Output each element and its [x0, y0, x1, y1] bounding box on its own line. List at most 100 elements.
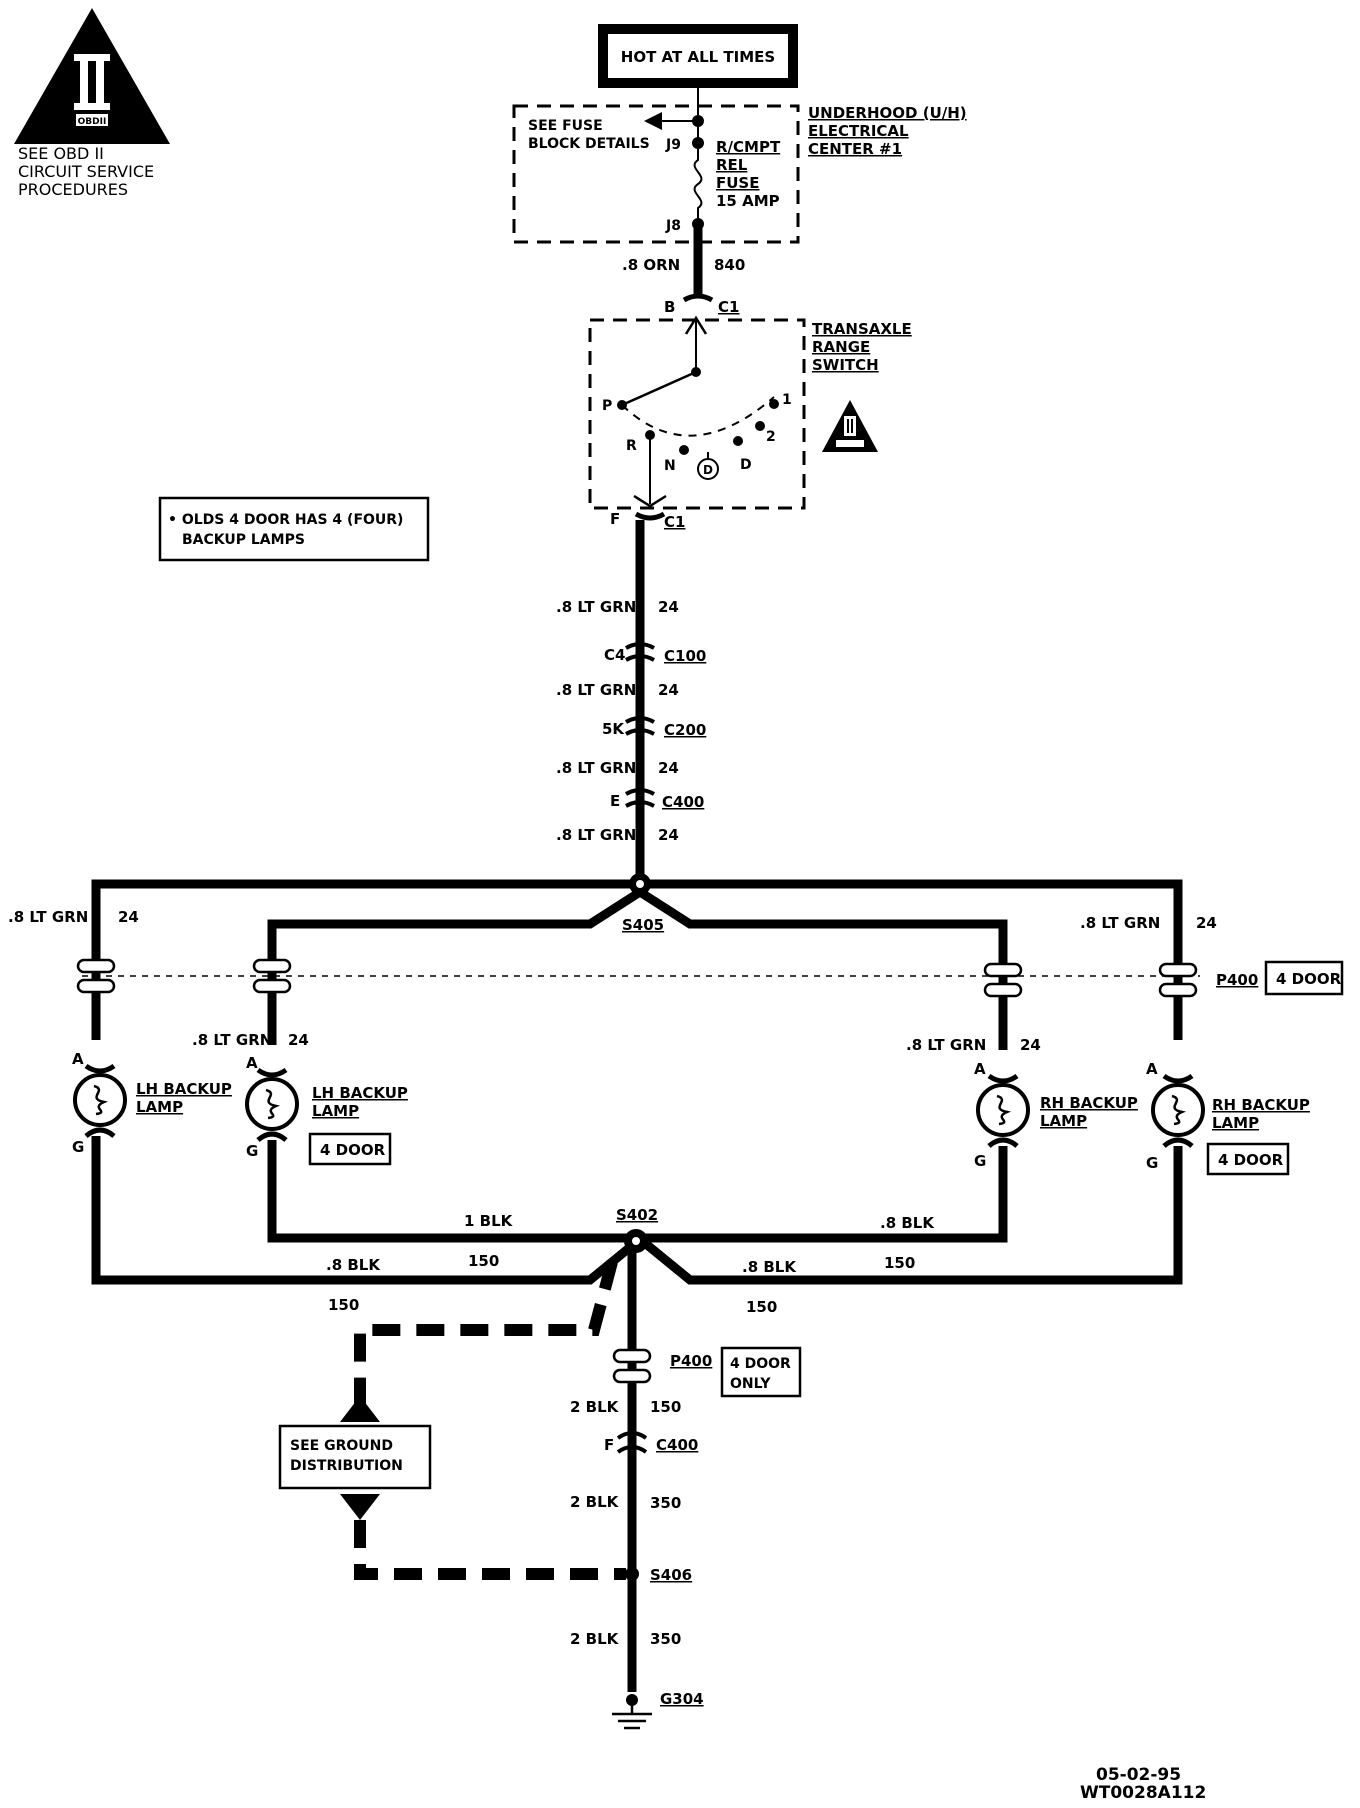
- connector-c400-ground-icon: [616, 1431, 648, 1454]
- inner-right-feed-circuit: 24: [1020, 1036, 1041, 1054]
- footer-date: 05-02-95: [1096, 1765, 1181, 1785]
- p400-grommet-4: [1158, 962, 1198, 998]
- outer-left-ground-label: .8 BLK: [326, 1256, 381, 1274]
- feed-wire-gauge: .8 ORN: [622, 256, 680, 274]
- connector-c100-icon: [625, 642, 655, 662]
- electrical-center-line3: CENTER #1: [808, 140, 902, 158]
- p400-grommet-ground: [612, 1348, 652, 1384]
- fuse-name: R/CMPT: [716, 138, 781, 156]
- lamp1-pin-g: G: [72, 1138, 84, 1156]
- switch-pos-n: N: [664, 458, 676, 474]
- obd-note-line2: CIRCUIT SERVICE: [18, 162, 154, 181]
- fuse-name-2: REL: [716, 156, 748, 174]
- outer-right-ground-label: .8 BLK: [742, 1258, 797, 1276]
- ground-c400-name: C400: [656, 1436, 698, 1454]
- fuse-icon: [693, 143, 703, 224]
- see-details-arrow-icon: [644, 112, 662, 130]
- p400-grommet-2: [252, 958, 292, 994]
- trunk-label-3: .8 LT GRN: [556, 759, 636, 777]
- ground-wire1-circuit: 150: [650, 1398, 681, 1416]
- lh-backup-lamp-1: [73, 1063, 127, 1138]
- obd-note-line1: SEE OBD II: [18, 144, 104, 163]
- p400-label: P400: [1216, 971, 1258, 989]
- lamp4-name-line1: RH BACKUP: [1212, 1096, 1310, 1114]
- outer-right-feed-label: .8 LT GRN: [1080, 914, 1160, 932]
- c400-name: C400: [662, 793, 704, 811]
- switch-name-line2: RANGE: [812, 338, 870, 356]
- see-ground-distribution-box: [278, 1424, 432, 1490]
- switch-pos-p: P: [602, 398, 612, 414]
- switch-out-connector: C1: [664, 513, 685, 531]
- lamp2-4door-tag: [308, 1132, 392, 1166]
- lamp2-4door-tag-text: 4 DOOR: [320, 1141, 386, 1159]
- ground-symbol-icon: [612, 1712, 652, 1730]
- p400-4door-tag-text: 4 DOOR: [1276, 970, 1342, 988]
- lamp3-name-line1: RH BACKUP: [1040, 1094, 1138, 1112]
- trunk-circuit-4: 24: [658, 826, 679, 844]
- p400-grommet-3: [983, 962, 1023, 998]
- trunk-label-2: .8 LT GRN: [556, 681, 636, 699]
- trunk-circuit-2: 24: [658, 681, 679, 699]
- outer-left-feed-circuit: 24: [118, 908, 139, 926]
- trunk-label-1: .8 LT GRN: [556, 598, 636, 616]
- ground-wire2-label: 2 BLK: [570, 1493, 620, 1511]
- splice-s405-label: S405: [622, 916, 664, 934]
- splice-s406: [625, 1567, 639, 1581]
- switch-in-connector: C1: [718, 298, 739, 316]
- olds-note-line2: BACKUP LAMPS: [182, 532, 305, 548]
- lamp2-name-line2: LAMP: [312, 1102, 359, 1120]
- ground-wire2-circuit: 350: [650, 1494, 681, 1512]
- feed-wire-circuit: 840: [714, 256, 745, 274]
- lamp2-name-line1: LH BACKUP: [312, 1084, 408, 1102]
- switch-in-pin: B: [664, 298, 675, 316]
- inner-left-feed-label: .8 LT GRN: [192, 1031, 272, 1049]
- lh-backup-lamp-2: [245, 1067, 299, 1142]
- rh-backup-lamp-2: [1151, 1073, 1205, 1148]
- lamp4-name-line2: LAMP: [1212, 1114, 1259, 1132]
- inner-left-ground-circuit: 150: [468, 1252, 499, 1270]
- connector-c200-icon: [625, 716, 655, 736]
- splice-s402-label: S402: [616, 1206, 658, 1224]
- inner-left-ground-label: 1 BLK: [464, 1212, 514, 1230]
- p400-ground-label: P400: [670, 1352, 712, 1370]
- c200-pin: 5K: [602, 720, 625, 738]
- see-ground-line2: DISTRIBUTION: [290, 1458, 403, 1474]
- switch-name-line3: SWITCH: [812, 356, 879, 374]
- obd-badge: OBDII: [14, 8, 170, 144]
- terminal-j8-label: J8: [665, 218, 681, 234]
- fuse-name-3: FUSE: [716, 174, 759, 192]
- switch-pos-r: R: [626, 438, 637, 454]
- c400-pin: E: [610, 792, 620, 810]
- outer-right-ground-circuit: 150: [746, 1298, 777, 1316]
- obd-badge-text: OBDII: [78, 117, 107, 127]
- olds-note-box: [158, 496, 430, 562]
- c100-pin: C4: [604, 646, 625, 664]
- see-ground-line1: SEE GROUND: [290, 1438, 393, 1454]
- inner-right-ground-circuit: 150: [884, 1254, 915, 1272]
- outer-left-feed-label: .8 LT GRN: [8, 908, 88, 926]
- ground-c400-pin: F: [604, 1436, 614, 1454]
- p400-grommet-1: [76, 958, 116, 994]
- trunk-circuit-3: 24: [658, 759, 679, 777]
- lamp3-name-line2: LAMP: [1040, 1112, 1087, 1130]
- inner-right-ground-label: .8 BLK: [880, 1214, 935, 1232]
- switch-out-pin: F: [610, 510, 620, 528]
- p400-4door-tag: [1264, 960, 1344, 996]
- p400-4door-only-line2: ONLY: [730, 1376, 771, 1392]
- p400-4door-only-line1: 4 DOOR: [730, 1356, 791, 1372]
- lamp2-pin-g: G: [246, 1142, 258, 1160]
- underhood-fuse-block: [512, 104, 800, 244]
- olds-note-line1: • OLDS 4 DOOR HAS 4 (FOUR): [168, 512, 403, 528]
- lamp3-pin-g: G: [974, 1152, 986, 1170]
- trunk-label-4: .8 LT GRN: [556, 826, 636, 844]
- fuse-block-note-line1: SEE FUSE: [528, 118, 603, 134]
- ground-distribution-dashed-lower: [354, 1520, 626, 1580]
- electrical-center-line2: ELECTRICAL: [808, 122, 909, 140]
- switch-pos-1: 1: [782, 392, 792, 408]
- electrical-center-line1: UNDERHOOD (U/H): [808, 104, 967, 122]
- ground-wire3-label: 2 BLK: [570, 1630, 620, 1648]
- lamp1-name-line2: LAMP: [136, 1098, 183, 1116]
- splice-s406-label: S406: [650, 1566, 692, 1584]
- up-triangle-icon: [340, 1396, 380, 1422]
